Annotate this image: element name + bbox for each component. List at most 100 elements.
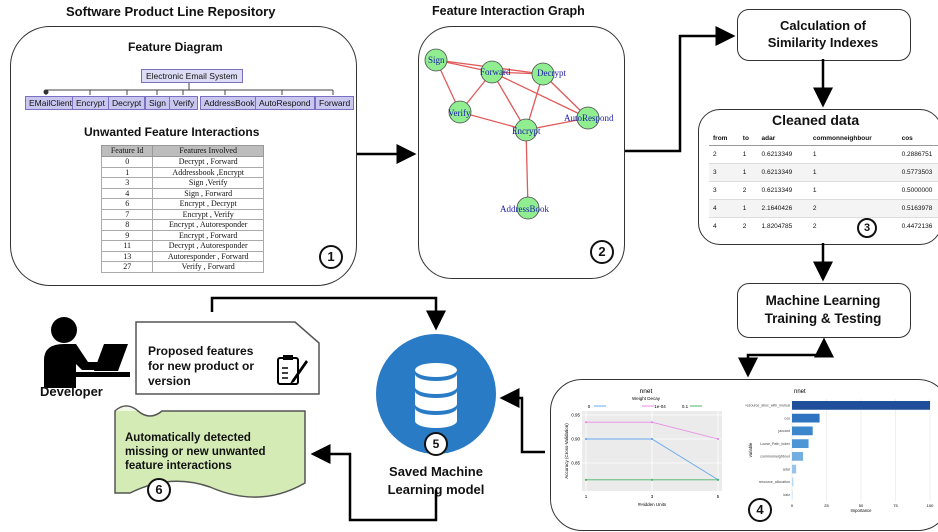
unwanted-cell-features: Decrypt , Forward xyxy=(152,156,264,168)
feature-diagram-connectors xyxy=(43,82,334,95)
cleaned-cell: 0.4472136 xyxy=(897,217,938,235)
graph-node-forward xyxy=(480,60,504,84)
bar-loose-path-index xyxy=(792,439,809,448)
cleaned-cell: 2 xyxy=(808,199,898,218)
graph-node-label: Forward xyxy=(480,67,511,77)
cleaned-cell: 1.8204785 xyxy=(757,217,809,235)
unwanted-cell-features: Verify , Forward xyxy=(152,261,264,273)
cleaned-cell: 3 xyxy=(709,181,739,200)
arrow-dev-to-model xyxy=(210,296,446,331)
bar-commonneighbour xyxy=(792,452,804,461)
unwanted-cell-id: 11 xyxy=(100,240,154,252)
cleaned-cell: 0.6213349 xyxy=(757,163,809,182)
cleaned-cell: 1 xyxy=(808,181,898,200)
unwanted-title: Unwanted Feature Interactions xyxy=(84,125,260,139)
graph-node-autorespond xyxy=(576,106,600,130)
fd-leaf-addressbook: AddressBook xyxy=(200,96,259,110)
similarity-label: Calculation of Similarity Indexes xyxy=(767,18,879,50)
bar-chart-xtick: 50 xyxy=(859,503,864,508)
proposed-features-label: Proposed features for new product or ver… xyxy=(148,344,254,388)
unwanted-cell-id: 0 xyxy=(100,156,154,168)
arrow-results-to-model xyxy=(499,388,545,454)
cleaned-cell: 2 xyxy=(738,217,758,235)
line-chart-ylabel: Accuracy (Cross-Validation) xyxy=(564,423,569,479)
bar-chart-xtick: 75 xyxy=(893,503,898,508)
cleaned-cell: 0.2886751 xyxy=(897,145,938,164)
clipboard-icon xyxy=(277,355,308,385)
line-series-point xyxy=(716,437,720,441)
graph-node-addressbook xyxy=(516,196,540,220)
line-chart-xtick: 3 xyxy=(651,494,654,499)
arrow-ml-to-results xyxy=(738,337,834,378)
cleaned-cell: 0.5163978 xyxy=(897,199,938,218)
bar-resource-allocation xyxy=(792,477,794,487)
cleaned-cell: 4 xyxy=(709,199,739,218)
bar-adar xyxy=(792,464,797,474)
cleaned-cell: 0.6213349 xyxy=(757,145,809,164)
step-number-5: 5 xyxy=(424,432,448,456)
cleaned-data-title: Cleaned data xyxy=(772,112,860,128)
graph-node-decrypt xyxy=(531,62,555,86)
unwanted-col-id: Feature Id xyxy=(100,145,154,157)
database-icon xyxy=(376,334,496,454)
cleaned-col-header: adar xyxy=(757,132,809,146)
line-series-point xyxy=(650,478,654,481)
unwanted-cell-id: 8 xyxy=(100,219,154,231)
unwanted-cell-features: Encrypt , Verify xyxy=(152,208,264,220)
line-chart-xlabel: #Hidden Units xyxy=(638,502,667,507)
graph-node-label: Decrypt xyxy=(537,68,566,78)
graph-node-sign xyxy=(424,48,448,72)
line-legend-label: 1e-04 xyxy=(654,404,666,409)
bar-chart-category-label: cos xyxy=(784,416,790,420)
ml-label: Machine Learning Training & Testing xyxy=(764,293,882,326)
proposed-features-box xyxy=(135,321,320,395)
fd-leaf-forward: Forward xyxy=(315,96,355,110)
bar-chart-category-label: Loose_Path_index xyxy=(760,442,790,446)
line-series-point xyxy=(584,437,588,441)
bar-resource-alloc-with-mutual xyxy=(792,401,930,410)
step-number-3: 3 xyxy=(857,218,877,238)
bar-chart-xtick: 100 xyxy=(927,503,934,508)
unwanted-cell-id: 9 xyxy=(100,229,154,241)
bar-jaccard xyxy=(792,426,813,436)
unwanted-cell-features: Encrypt , Forward xyxy=(152,229,264,241)
graph-edge-forward-autorespond xyxy=(491,71,589,119)
unwanted-cell-features: Decrypt , Autoresponder xyxy=(152,240,264,252)
unwanted-cell-features: Sign , Forward xyxy=(152,187,264,199)
line-chart-ytick: 0.85 xyxy=(571,461,580,466)
line-series-point xyxy=(650,437,654,441)
cleaned-cell: 0.6213349 xyxy=(757,181,809,200)
step-number-4: 4 xyxy=(748,498,772,522)
line-chart-legend-title: Weight Decay xyxy=(632,396,661,401)
bar-chart-category-label: resource_allocation xyxy=(759,480,790,484)
step-number-2: 2 xyxy=(590,240,614,264)
cleaned-col-header: from xyxy=(709,132,739,146)
cleaned-col-header: commonneighbour xyxy=(808,132,898,146)
unwanted-col-features: Features Involved xyxy=(152,145,264,157)
line-series-point xyxy=(584,478,588,481)
fig-title: Feature Interaction Graph xyxy=(432,4,585,18)
bar-chart-ylabel: variable xyxy=(748,442,753,457)
cleaned-cell: 4 xyxy=(709,217,739,235)
bar-chart-xtick: 0 xyxy=(791,503,794,508)
cleaned-cell: 1 xyxy=(738,199,758,218)
cleaned-cell: 1 xyxy=(738,145,758,164)
detected-output-shape xyxy=(114,405,306,498)
cleaned-cell: 3 xyxy=(709,163,739,182)
fig-panel xyxy=(418,26,625,279)
developer-icon xyxy=(44,317,130,388)
detected-output-label: Automatically detected missing or new un… xyxy=(125,432,266,472)
